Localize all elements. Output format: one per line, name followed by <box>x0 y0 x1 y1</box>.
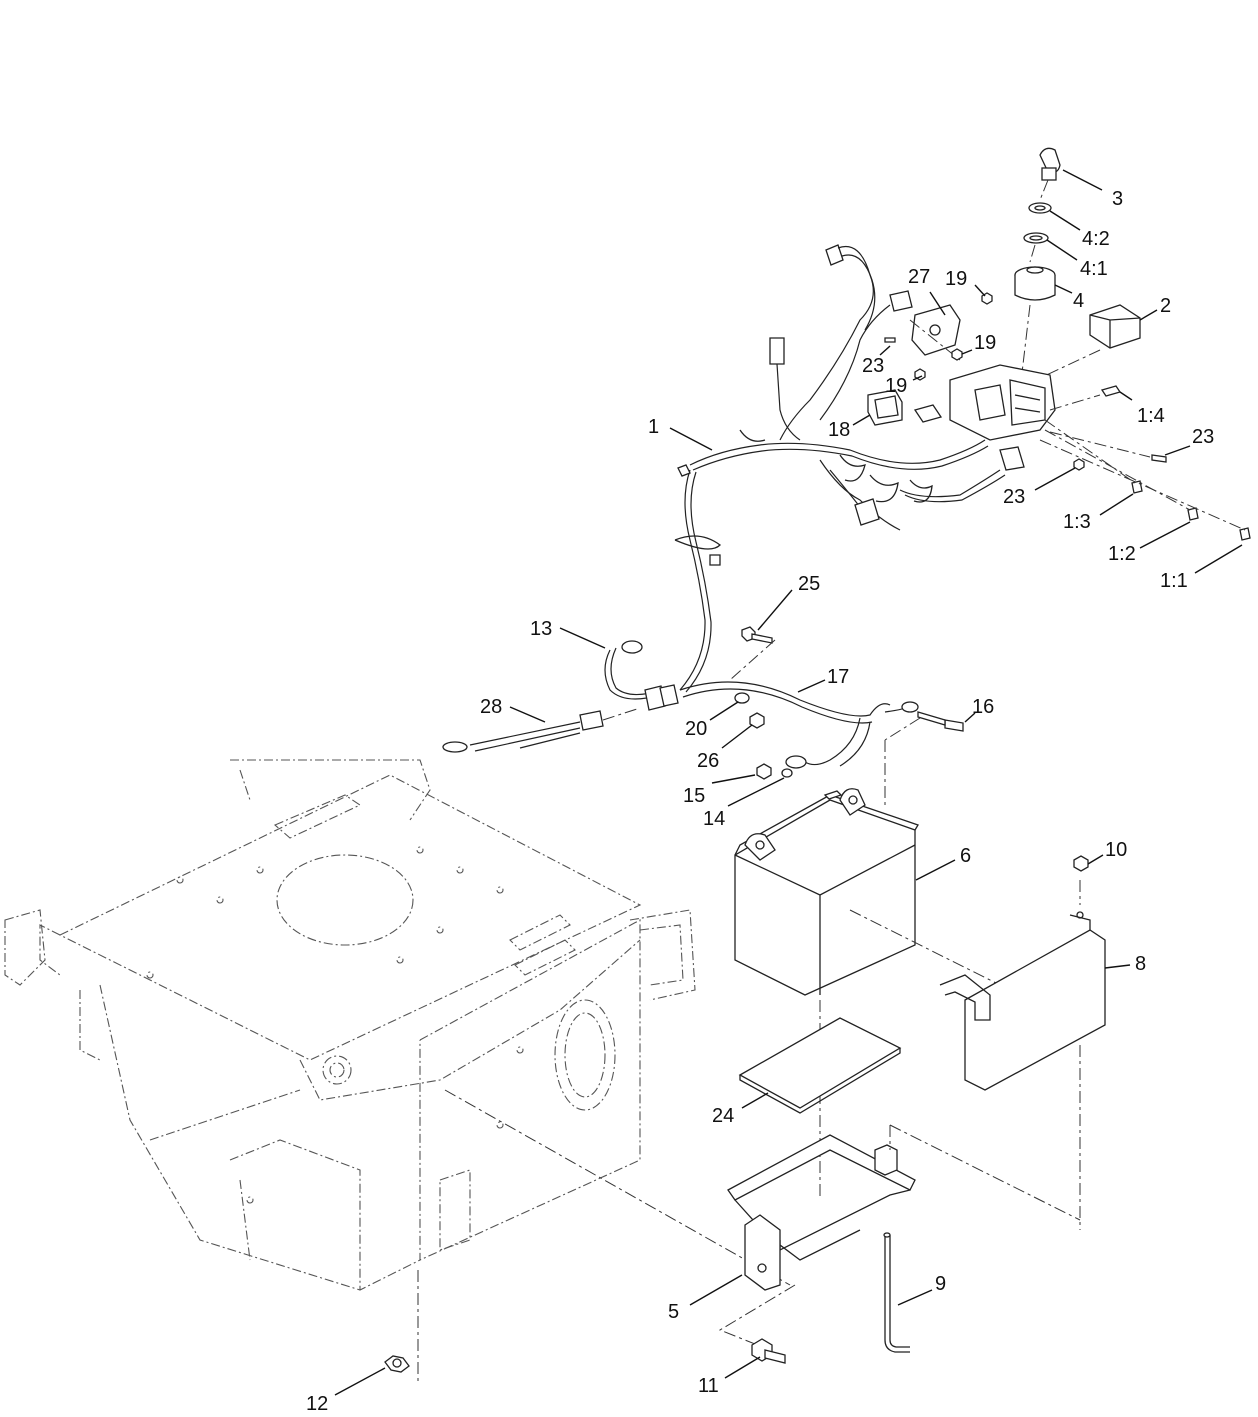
leader-lines <box>334 169 1243 1396</box>
callout-12: 12 <box>306 1393 328 1415</box>
callout-6: 6 <box>960 845 971 867</box>
battery-cover <box>939 855 1106 1230</box>
callout-20: 20 <box>685 718 707 740</box>
callout-8: 8 <box>1135 953 1146 975</box>
callout-15: 15 <box>683 785 705 807</box>
callout-5: 5 <box>668 1301 679 1323</box>
callout-16: 16 <box>972 696 994 718</box>
frame-phantom <box>4 759 696 1291</box>
battery-cables <box>442 626 964 805</box>
hold-down-rod <box>883 1232 910 1353</box>
callout-23-lower: 23 <box>1003 486 1025 508</box>
callout-19-low: 19 <box>885 375 907 397</box>
callout-13: 13 <box>530 618 552 640</box>
callout-19-mid: 19 <box>974 332 996 354</box>
callout-2: 2 <box>1160 295 1171 317</box>
callout-10: 10 <box>1105 839 1127 861</box>
callout-1: 1 <box>648 416 659 438</box>
battery <box>734 788 1001 1200</box>
callout-1-4: 1:4 <box>1137 405 1165 427</box>
key-switch-group <box>884 147 1251 541</box>
callout-24: 24 <box>712 1105 734 1127</box>
callout-23-upper: 23 <box>862 355 884 377</box>
callout-1-3: 1:3 <box>1063 511 1091 533</box>
callout-27: 27 <box>908 266 930 288</box>
centerline-frame-to-bracket <box>444 1089 791 1286</box>
callout-26: 26 <box>697 750 719 772</box>
callout-28: 28 <box>480 696 502 718</box>
callout-11: 11 <box>698 1375 719 1397</box>
battery-tray <box>718 1124 1081 1351</box>
callout-18: 18 <box>828 419 850 441</box>
callout-4: 4 <box>1073 290 1084 312</box>
callout-17: 17 <box>827 666 849 688</box>
callout-14: 14 <box>703 808 725 830</box>
callout-4-2: 4:2 <box>1082 228 1110 250</box>
callout-19-top: 19 <box>945 268 967 290</box>
callout-9: 9 <box>935 1273 946 1295</box>
callout-labels: 3 4:2 4:1 4 2 27 19 19 19 23 1:4 23 1 18… <box>306 188 1214 1415</box>
callout-25: 25 <box>798 573 820 595</box>
wire-harness <box>674 244 1025 693</box>
callout-4-1: 4:1 <box>1080 258 1108 280</box>
callout-3: 3 <box>1112 188 1123 210</box>
callout-1-1: 1:1 <box>1160 570 1188 592</box>
callout-23-right: 23 <box>1192 426 1214 448</box>
callout-1-2: 1:2 <box>1108 543 1136 565</box>
hardware-bottom <box>384 1338 786 1373</box>
battery-pad <box>738 1017 902 1114</box>
